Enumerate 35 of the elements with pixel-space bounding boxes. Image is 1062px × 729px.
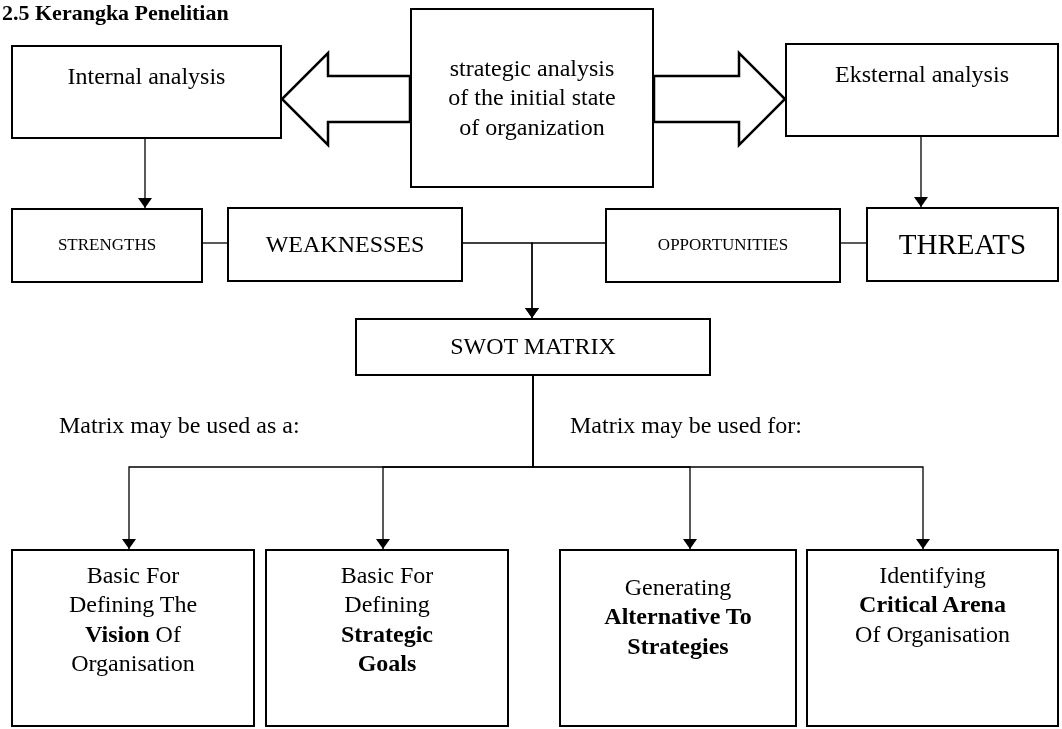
node-text: strategic analysis of the initial state of organization xyxy=(447,54,617,142)
block-arrow xyxy=(280,50,412,148)
use-box xyxy=(806,549,1059,727)
node-text: Identifying Critical Arena Of Organisation xyxy=(854,561,1011,649)
node-text: Basic For Defining Strategic Goals xyxy=(339,561,435,678)
arrow xyxy=(914,136,928,208)
arrow xyxy=(525,242,606,319)
swot-box xyxy=(227,207,463,282)
swot-box xyxy=(866,207,1059,282)
swot-box xyxy=(11,208,203,283)
use-box xyxy=(11,549,255,727)
use-box xyxy=(559,549,797,727)
node-text: THREATS xyxy=(898,226,1027,262)
node-text: OPPORTUNITIES xyxy=(657,235,789,256)
title: 2.5 Kerangka Penelitian xyxy=(2,0,229,26)
central-box xyxy=(410,8,654,188)
node-text: Generating Alternative To Strategies xyxy=(603,573,753,661)
swot-box xyxy=(605,208,841,283)
node-text: Eksternal analysis xyxy=(835,60,1009,90)
arrow xyxy=(138,138,152,209)
arrow xyxy=(532,375,930,550)
use-box xyxy=(265,549,509,727)
analysis-box xyxy=(11,45,282,139)
analysis-box xyxy=(785,43,1059,137)
node-text: WEAKNESSES xyxy=(265,229,425,259)
annotation-text: Matrix may be used for: xyxy=(570,412,802,439)
block-arrow xyxy=(652,50,787,148)
matrix-box xyxy=(355,318,711,376)
connector-line xyxy=(202,242,228,244)
node-text: SWOT MATRIX xyxy=(450,332,616,362)
node-text: Internal analysis xyxy=(67,62,226,92)
node-text: Basic For Defining The Vision Of Organisation xyxy=(67,561,199,678)
annotation-text: Matrix may be used as a: xyxy=(59,412,300,439)
connector-line xyxy=(840,242,867,244)
node-text: STRENGTHS xyxy=(57,235,157,256)
